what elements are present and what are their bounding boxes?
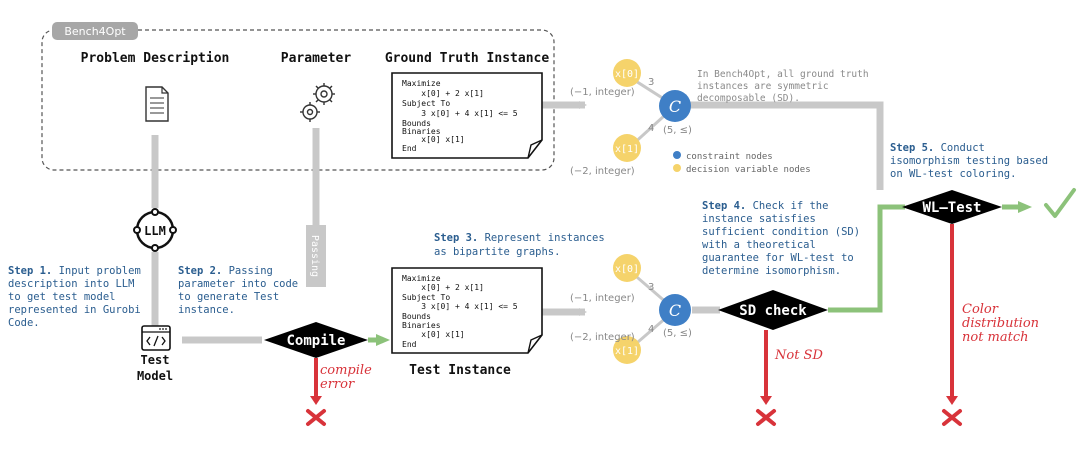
compile-error-text-1: error xyxy=(320,377,355,392)
color-fail-text-1: distribution xyxy=(962,316,1039,331)
red-arrowhead-compile xyxy=(310,396,322,405)
bottom-node-x0 xyxy=(613,254,641,282)
step5-text: Step 5. Conduct isomorphism testing base… xyxy=(890,142,1054,180)
bottom-node-x0-label: x[0] xyxy=(615,264,639,275)
top-graph xyxy=(613,59,691,162)
wl-test-diamond xyxy=(902,190,1002,224)
top-node-x0-label: x[0] xyxy=(615,69,639,80)
bench-note: In Bench4Opt, all ground truth instances… xyxy=(697,69,874,104)
code-window-icon xyxy=(141,325,171,351)
passing-bar xyxy=(306,225,326,287)
bottom-node-x1 xyxy=(613,336,641,364)
test-instance-caption: Test Instance xyxy=(409,363,511,378)
red-arrowhead-wl xyxy=(946,396,958,405)
llm-label: LLM xyxy=(144,224,166,238)
header-parameter: Parameter xyxy=(281,51,352,66)
bottom-edge-weight-4: 4 xyxy=(648,324,654,335)
bottom-graph xyxy=(613,254,691,364)
ti-code-line-1: x[0] + 2 x[1] xyxy=(402,283,484,292)
ti-code-line-7: End xyxy=(402,340,417,349)
sd-check-label: SD check xyxy=(739,303,807,319)
legend-decision-label: decision variable nodes xyxy=(686,165,811,175)
test-instance-card xyxy=(391,267,543,354)
cross-icon-wl xyxy=(942,409,962,426)
ti-code-line-3: 3 x[0] + 4 x[1] <= 5 xyxy=(402,302,518,311)
ground-truth-card xyxy=(391,72,543,159)
step2-text: Step 2. Passing parameter into code to g… xyxy=(178,265,304,316)
gt-code-line-1: x[0] + 2 x[1] xyxy=(402,89,484,98)
step1-text: Step 1. Input problem description into L… xyxy=(8,265,147,329)
gears-icon xyxy=(300,83,335,122)
top-x1-attr: (−2, integer) xyxy=(570,166,635,177)
cross-icon-sd xyxy=(756,409,776,426)
compile-error-text-0: compile xyxy=(320,363,372,378)
top-node-x1-label: x[1] xyxy=(615,144,639,155)
document-icon xyxy=(145,86,169,122)
llm-icon xyxy=(133,208,177,252)
gt-code-line-3: 3 x[0] + 4 x[1] <= 5 xyxy=(402,109,518,118)
legend-constraint-label: constraint nodes xyxy=(686,152,773,162)
top-node-x1 xyxy=(613,134,641,162)
gt-code-line-7: End xyxy=(402,144,417,153)
ti-code-line-0: Maximize xyxy=(402,274,441,283)
top-edge-weight-4: 4 xyxy=(648,123,654,134)
gt-code-line-0: Maximize xyxy=(402,79,441,88)
step4-text: Step 4. Check if the instance satisfies … xyxy=(702,200,866,277)
checkmark-icon xyxy=(1044,188,1076,218)
cross-icon-compile xyxy=(306,409,326,426)
top-node-c-label: C xyxy=(669,97,681,116)
sd-check-diamond xyxy=(718,290,828,330)
ti-code-line-4: Bounds xyxy=(402,312,431,321)
top-edge-weight-3: 3 xyxy=(648,77,654,88)
top-node-x0 xyxy=(613,59,641,87)
compile-label: Compile xyxy=(286,333,345,349)
flow-top-graph-to-wl xyxy=(690,101,884,190)
bottom-node-x1-label: x[1] xyxy=(615,346,639,357)
gt-code-line-2: Subject To xyxy=(402,99,450,108)
header-problem-description: Problem Description xyxy=(81,51,230,66)
top-c-attr: (5, ≤) xyxy=(663,125,692,136)
bottom-x0-attr: (−1, integer) xyxy=(570,293,635,304)
bench4opt-badge-label: Bench4Opt xyxy=(64,25,126,38)
bottom-edge-weight-3: 3 xyxy=(648,282,654,293)
legend-decision-icon xyxy=(673,164,681,172)
bottom-x1-attr: (−2, integer) xyxy=(570,332,635,343)
color-fail-text-0: Color xyxy=(962,302,999,317)
test-model-label-1: Model xyxy=(137,369,173,383)
passing-label: Passing xyxy=(309,235,320,277)
bottom-node-c xyxy=(659,294,691,326)
ti-code-line-2: Subject To xyxy=(402,293,450,302)
green-arrowhead-2 xyxy=(1018,201,1032,213)
ti-code-line-6: x[0] x[1] xyxy=(402,330,465,339)
bottom-node-c-label: C xyxy=(669,301,681,320)
legend-constraint-icon xyxy=(673,151,681,159)
not-sd-text: Not SD xyxy=(774,348,823,363)
wl-test-label: WL–Test xyxy=(922,200,981,216)
bench4opt-badge xyxy=(52,22,138,40)
header-ground-truth: Ground Truth Instance xyxy=(385,51,550,66)
gt-code-line-6: x[0] x[1] xyxy=(402,135,465,144)
top-x0-attr: (−1, integer) xyxy=(570,87,635,98)
step3-text: Step 3. Represent instances as bipartite… xyxy=(434,232,611,258)
flow-sd-to-wl xyxy=(828,204,905,313)
test-model-label-0: Test xyxy=(141,353,170,367)
top-node-c xyxy=(659,90,691,122)
bottom-c-attr: (5, ≤) xyxy=(663,328,692,339)
color-fail-text-2: not match xyxy=(962,330,1029,345)
red-arrowhead-sd xyxy=(760,396,772,405)
bench4opt-container xyxy=(41,29,555,171)
gt-code-line-4: Bounds xyxy=(402,119,431,128)
green-arrowhead-1 xyxy=(376,334,390,346)
gt-code-line-5: Binaries xyxy=(402,127,441,136)
ti-code-line-5: Binaries xyxy=(402,321,441,330)
compile-diamond xyxy=(264,322,368,358)
